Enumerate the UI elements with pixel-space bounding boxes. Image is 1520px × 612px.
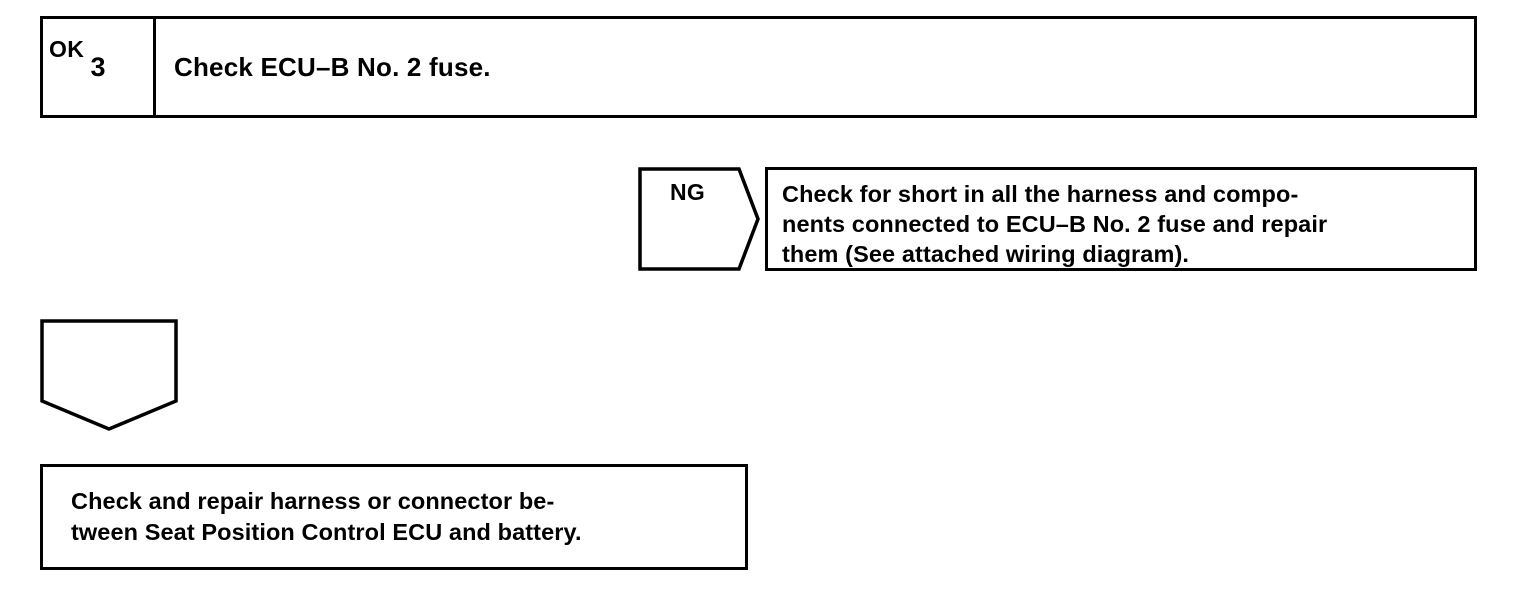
ok-result-text: Check and repair harness or connector be…: [71, 488, 582, 545]
ng-result-box: Check for short in all the harness and c…: [765, 167, 1477, 271]
ng-branch-label: NG: [670, 179, 706, 205]
ng-arrow-right-icon: [638, 167, 760, 271]
step-title: Check ECU–B No. 2 fuse.: [174, 51, 491, 82]
step-box: 3 Check ECU–B No. 2 fuse.: [40, 16, 1477, 118]
ng-branch: NG Check for short in all the harness an…: [638, 167, 1477, 271]
ng-result-text: Check for short in all the harness and c…: [782, 181, 1328, 267]
step-title-cell: Check ECU–B No. 2 fuse.: [156, 19, 1474, 115]
ok-result-box: Check and repair harness or connector be…: [40, 464, 748, 570]
step-number: 3: [90, 51, 106, 82]
step-number-cell: 3: [43, 19, 156, 115]
ok-branch-label: OK: [49, 36, 85, 62]
ok-arrow-down-icon: [40, 319, 178, 431]
